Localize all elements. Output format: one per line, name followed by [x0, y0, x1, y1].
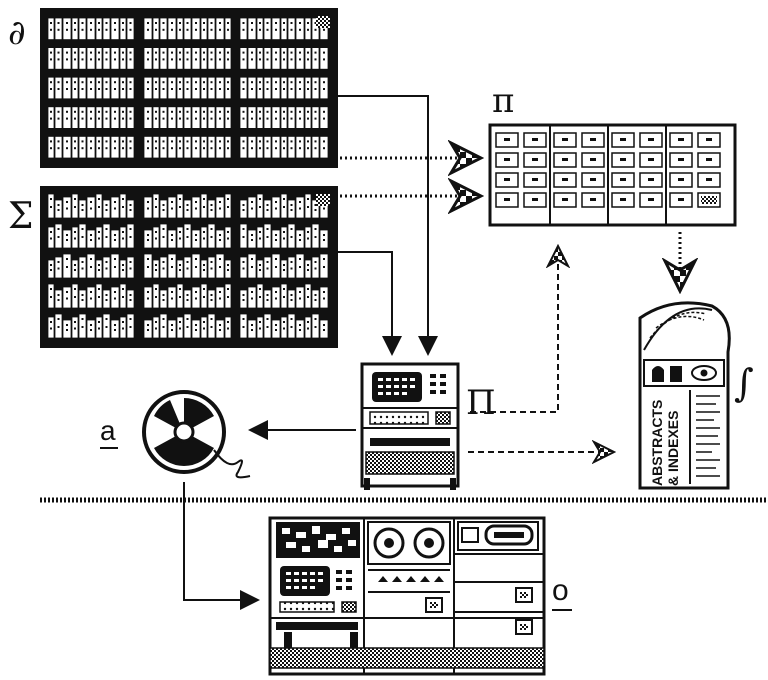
label-abstracts: ∫: [734, 361, 754, 405]
abstracts-book: ABSTRACTS & INDEXES: [638, 301, 731, 490]
label-catalog: π: [492, 81, 514, 121]
book-title-line2: & INDEXES: [665, 411, 681, 486]
tape-reel: [142, 390, 251, 479]
computer-console: [360, 362, 460, 490]
label-shelf-a: ∂: [8, 13, 26, 53]
output-computer-system: [268, 516, 546, 676]
label-computer: Π: [466, 383, 496, 423]
book-title-line1: ABSTRACTS: [649, 400, 665, 486]
arrow-tape-to-output: [183, 482, 260, 610]
bookshelf-b: [40, 186, 338, 348]
label-shelf-b: Σ: [8, 196, 33, 237]
label-output: o: [552, 574, 569, 607]
arrow-shelf-b-to-computer: [338, 251, 402, 356]
label-tape: a: [100, 415, 116, 446]
arrow-shelf-a-to-computer: [338, 95, 438, 356]
card-catalog: [488, 123, 737, 227]
label-tape-group: a: [100, 415, 118, 449]
label-output-group: o: [552, 574, 572, 611]
bookshelf-a: [40, 8, 338, 168]
